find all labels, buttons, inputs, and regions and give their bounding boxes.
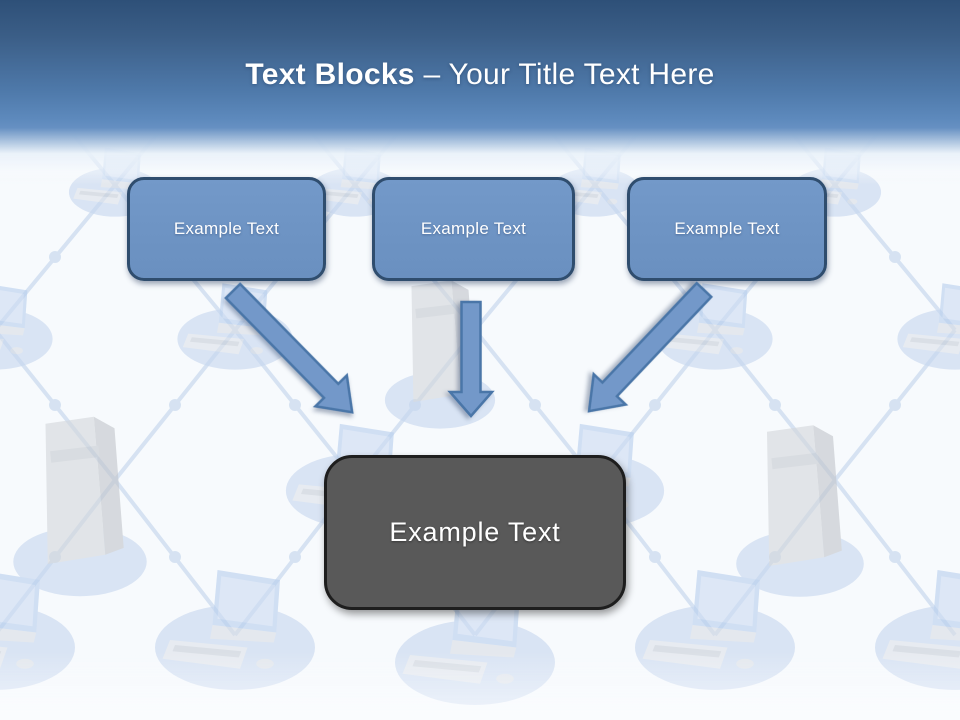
text-block-1-label: Example Text (173, 219, 280, 238)
slide-title-bold: Text Blocks (245, 58, 415, 91)
result-block: Example Text (324, 455, 626, 610)
computer-tower-icon (736, 425, 864, 597)
computer-tower-icon (384, 280, 496, 429)
slide-title: Text Blocks – Your Title Text Here (0, 58, 960, 92)
computer-icon (177, 283, 293, 370)
title-band (0, 0, 960, 185)
computer-icon (0, 283, 53, 370)
slide-title-rest: – Your Title Text Here (423, 58, 715, 91)
text-block-3: Example Text (627, 177, 827, 281)
text-block-2: Example Text (372, 177, 575, 281)
text-block-1: Example Text (127, 177, 326, 281)
computer-icon (155, 570, 315, 690)
computer-icon (657, 283, 773, 370)
result-block-label: Example Text (389, 517, 561, 547)
text-block-2-label: Example Text (420, 219, 527, 238)
computer-tower-icon (13, 416, 147, 597)
text-block-3-label: Example Text (674, 219, 780, 238)
